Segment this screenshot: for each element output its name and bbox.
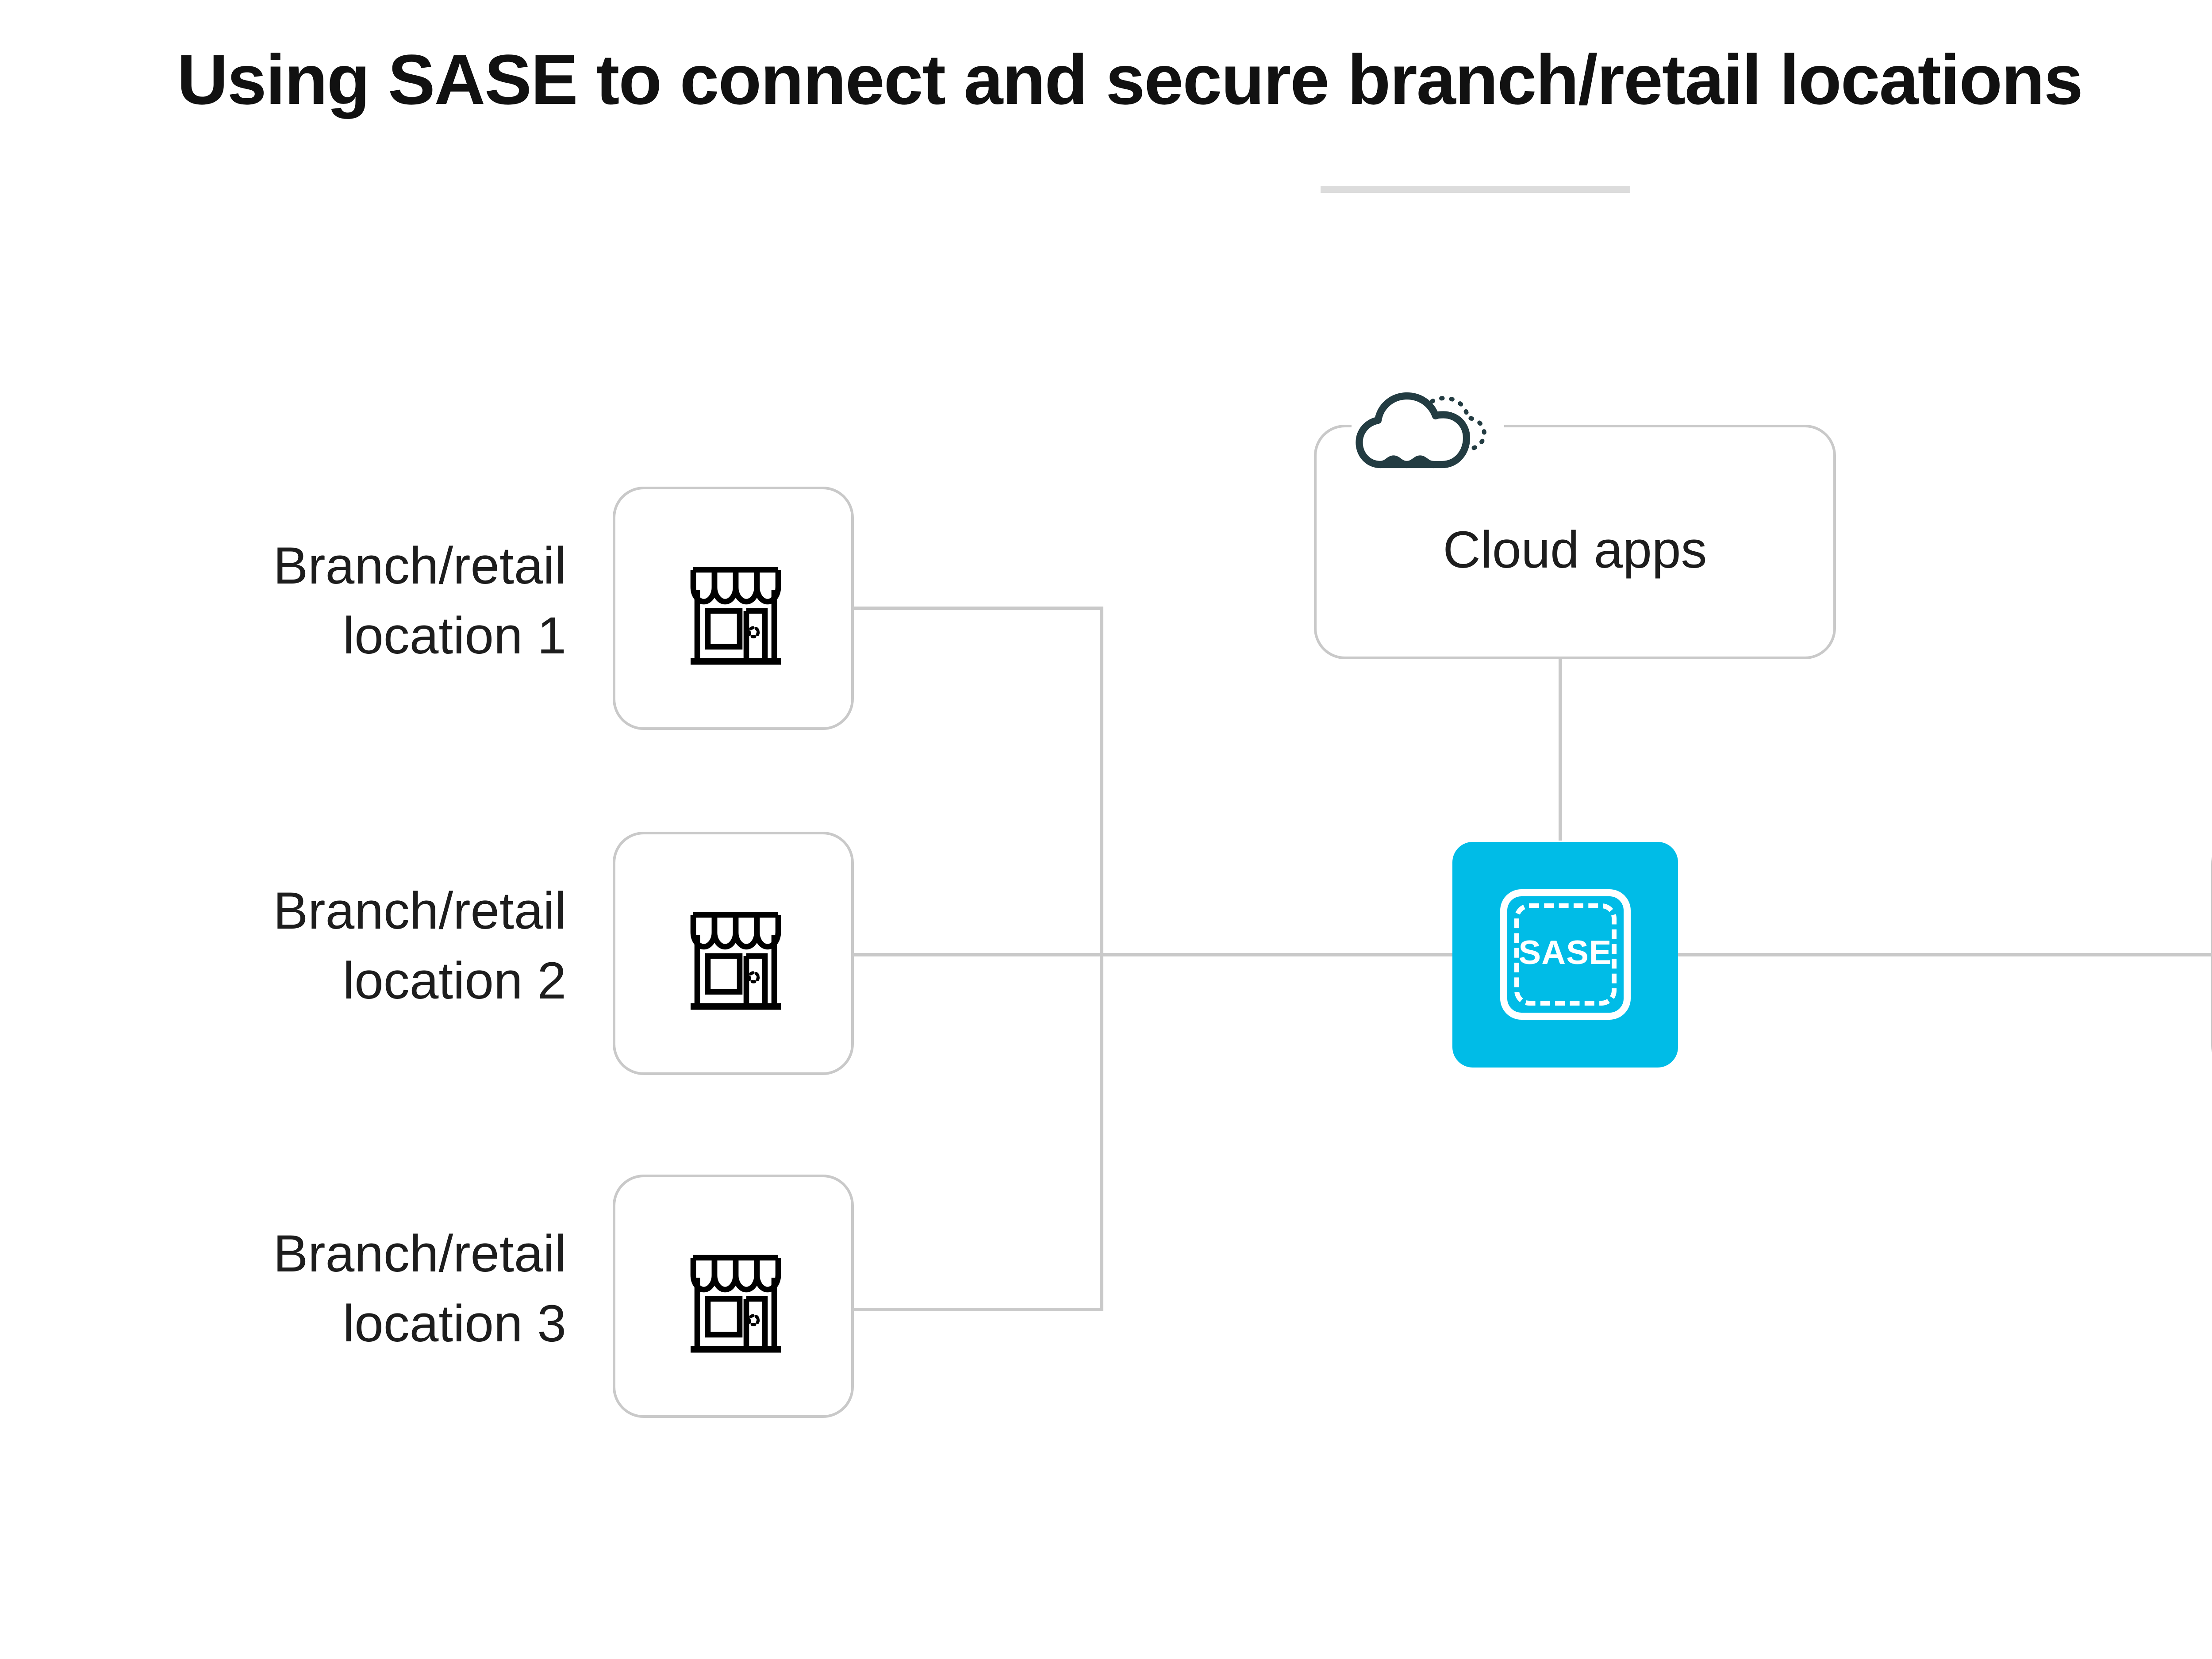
sase-inner-frame (1500, 889, 1631, 1020)
storefront-icon (690, 1255, 781, 1353)
branch-node-3[interactable] (613, 1175, 854, 1418)
branch-label-2-line2: location 2 (342, 952, 566, 1010)
branch-node-2[interactable] (613, 832, 854, 1075)
branch-label-3: Branch/retail location 3 (124, 1219, 566, 1359)
branch-label-1-line1: Branch/retail (273, 537, 566, 595)
storefront-icon (690, 912, 781, 1010)
branch-label-3-line1: Branch/retail (273, 1225, 566, 1283)
branch-node-1[interactable] (613, 487, 854, 730)
sase-node[interactable] (1452, 842, 1678, 1068)
branch-label-2-line1: Branch/retail (273, 882, 566, 940)
sase-label: SASE (1518, 934, 1612, 972)
branch-label-1: Branch/retail location 1 (124, 531, 566, 671)
page-title: Using SASE to connect and secure branch/… (177, 40, 2083, 119)
wire-branch3-to-bus (854, 955, 1103, 1311)
branch-label-1-line2: location 1 (342, 607, 566, 665)
cloud-icon (1356, 392, 1487, 469)
sase-dashed-frame (1514, 903, 1617, 1006)
branch-label-2: Branch/retail location 2 (124, 876, 566, 1016)
wire-branch1-to-bus (854, 607, 1103, 955)
title-underline-rule (1321, 186, 1630, 193)
branch-label-3-line2: location 3 (342, 1294, 566, 1353)
cloud-apps-label: Cloud apps (1443, 521, 1707, 579)
storefront-icon (690, 567, 781, 665)
